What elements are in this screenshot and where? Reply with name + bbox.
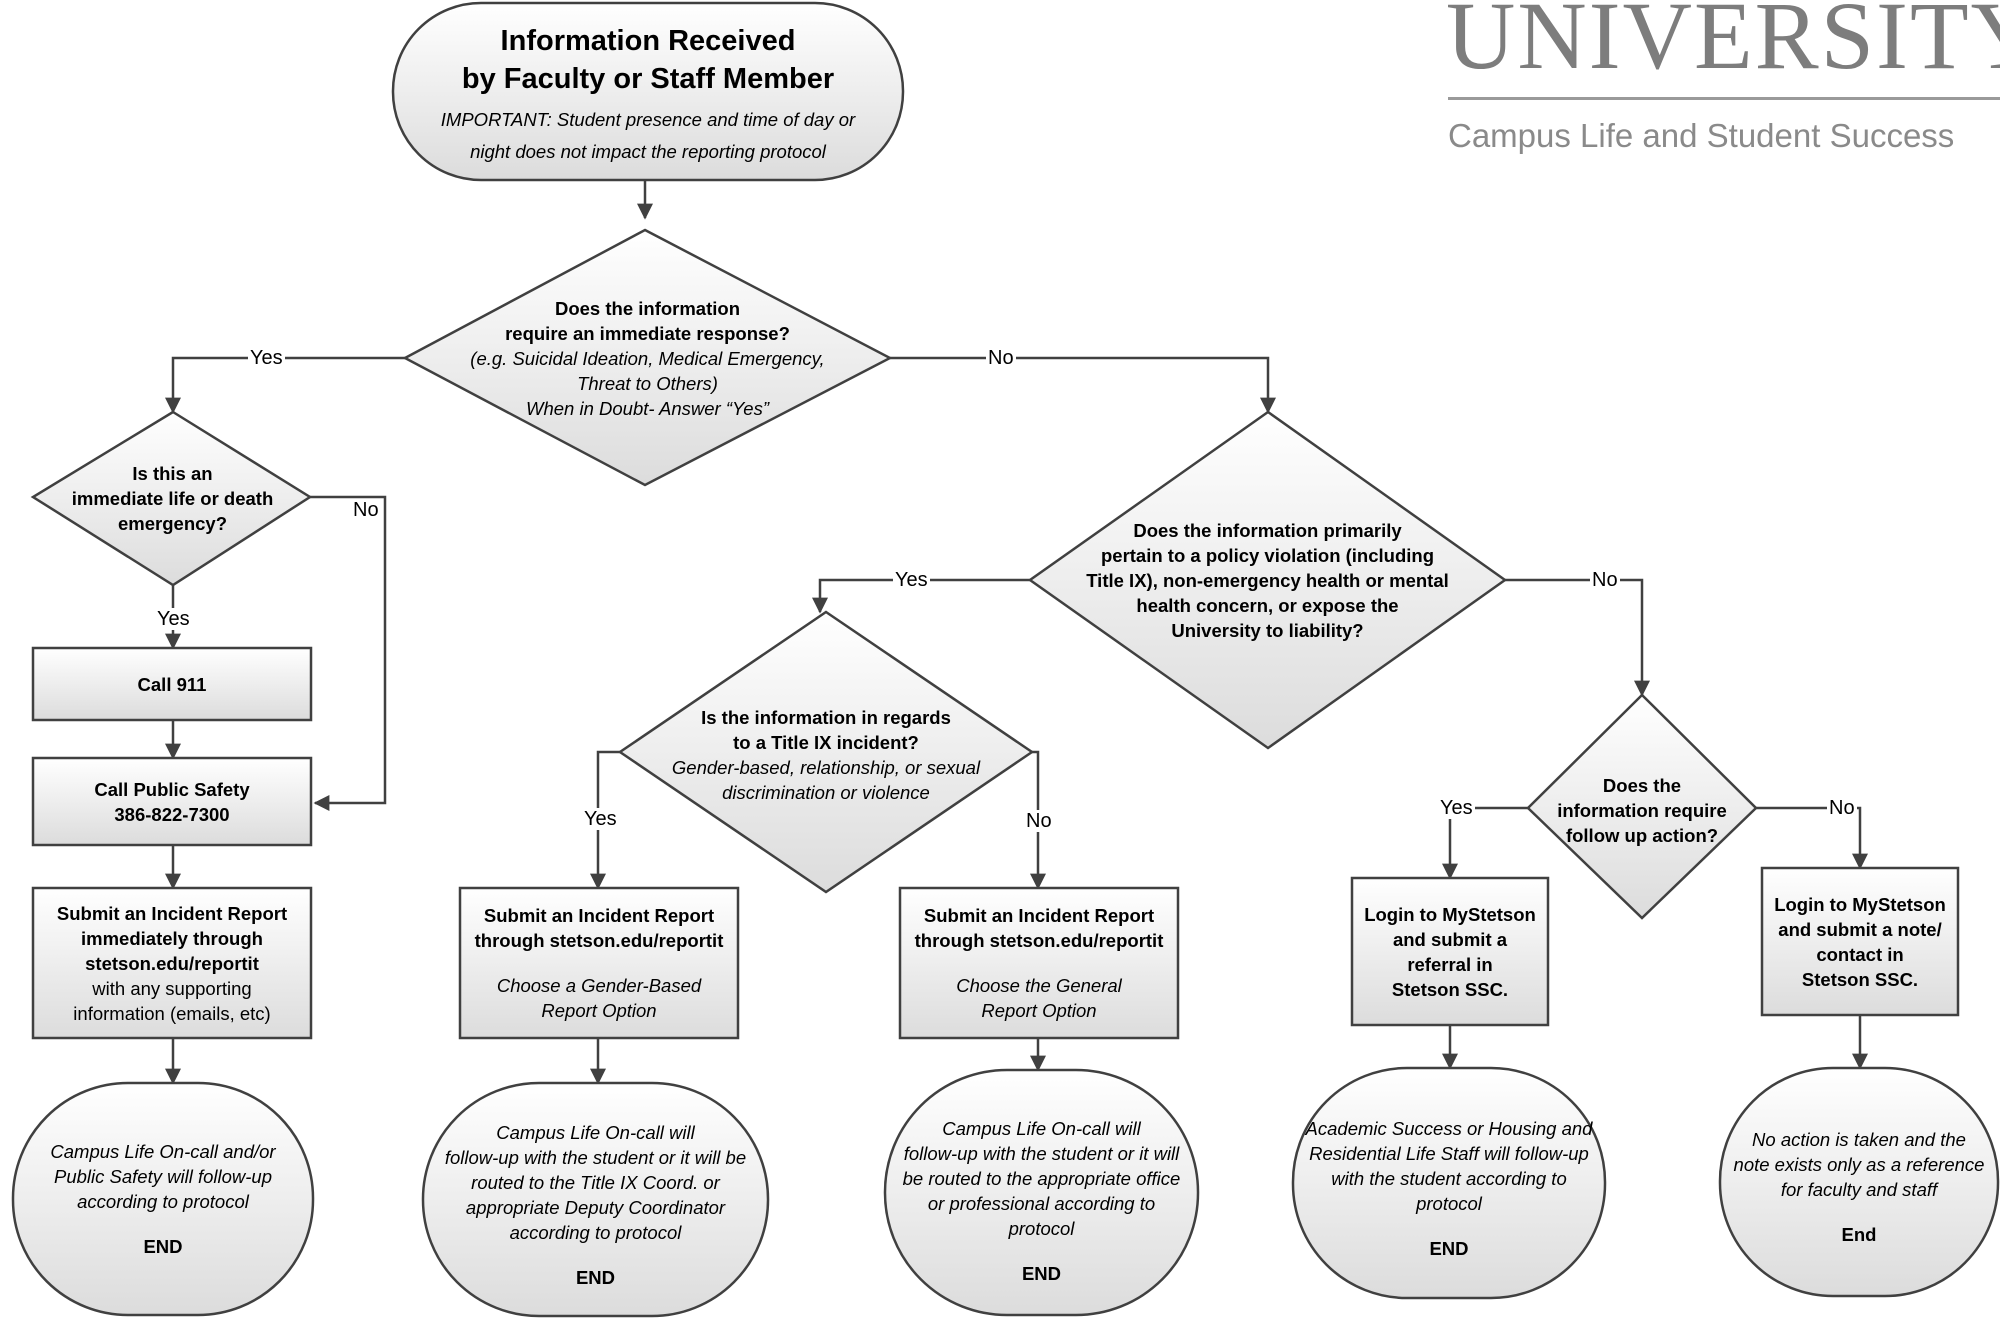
decision-immediate-response [402,228,893,487]
end-label: END [1021,1262,1062,1284]
edge-q1-no [890,356,1276,414]
start-note: IMPORTANT: Student presence and time of … [440,109,856,162]
process-incident-gender [458,886,740,1040]
end-4-text: Academic Success or Housing and Resident… [1305,1117,1593,1259]
process-call-911 [31,646,313,722]
end-label: End [1841,1224,1877,1245]
university-wordmark: UNIVERSITY [1446,0,2000,89]
incident-gender-text: Submit an Incident Report through stetso… [474,905,724,1021]
decision-title-ix-text: Is the information in regards to a Title… [671,706,981,803]
edge-label-immediate-no: No [986,347,1016,369]
decision-life-or-death [30,410,313,587]
start-title: Information Received by Faculty or Staff… [461,25,835,95]
edge-q5-no [1756,806,1868,870]
edge-q3-no [1505,578,1650,697]
logo-subtitle: Campus Life and Student Success [1448,117,1955,154]
edge-label-follow-up-no: No [1827,797,1857,819]
end-1-text: Campus Life On-call and/or Public Safety… [50,1141,276,1257]
edge-label-title-ix-yes: Yes [582,808,619,830]
start-terminator [391,1,905,182]
note-text: Login to MyStetson and submit a note/ co… [1774,893,1946,990]
end-label: END [143,1236,183,1257]
decision-title-ix [617,610,1035,894]
edge-label-policy-no: No [1590,569,1620,591]
end-terminator-4 [1291,1066,1607,1300]
edge-label-life-death-yes: Yes [155,608,192,630]
call-911-text: Call 911 [137,673,207,695]
incident-immediate-text: Submit an Incident Report immediately th… [56,902,288,1024]
process-incident-immediate [31,886,313,1040]
start-node: Information Received by Faculty or Staff… [393,10,903,180]
end-terminator-1 [11,1081,315,1317]
decision-follow-up [1526,693,1758,920]
decision-immediate-response-text: Does the information require an immediat… [470,297,825,419]
edge-label-life-death-no: No [351,499,381,521]
edge-q3-yes [812,578,1030,614]
end-5-text: No action is taken and the note exists o… [1733,1129,1985,1245]
edge-q2-no [310,495,387,811]
edge-q4-yes [590,750,620,890]
edge-label-follow-up-yes: Yes [1438,797,1475,819]
end-2-text: Campus Life On-call will follow-up with … [444,1121,747,1288]
end-label: END [1429,1237,1469,1259]
decision-follow-up-text: Does the information require follow up a… [1557,774,1727,846]
incident-general-text: Submit an Incident Report through stetso… [914,905,1164,1021]
decision-policy-violation [1027,410,1508,750]
decision-life-or-death-text: Is this an immediate life or death emerg… [71,462,274,534]
end-terminator-2 [421,1081,770,1318]
logo-divider [1448,97,2000,100]
end-label: END [575,1266,616,1288]
edge-label-policy-yes: Yes [893,569,930,591]
end-terminator-3 [883,1068,1200,1317]
edge-label-immediate-yes: Yes [248,347,285,369]
edge-label-title-ix-no: No [1024,810,1054,832]
edge-q1-yes [165,356,405,414]
end-terminator-5 [1718,1066,2000,1298]
call-public-safety-text: Call Public Safety 386-822-7300 [94,778,250,825]
process-call-public-safety [31,756,313,847]
referral-text: Login to MyStetson and submit a referral… [1364,903,1536,1000]
process-incident-general [898,886,1180,1040]
decision-policy-violation-text: Does the information primarily pertain t… [1086,519,1449,641]
process-note [1760,866,1960,1017]
end-3-text: Campus Life On-call will follow-up with … [902,1117,1181,1284]
process-referral [1350,876,1550,1027]
